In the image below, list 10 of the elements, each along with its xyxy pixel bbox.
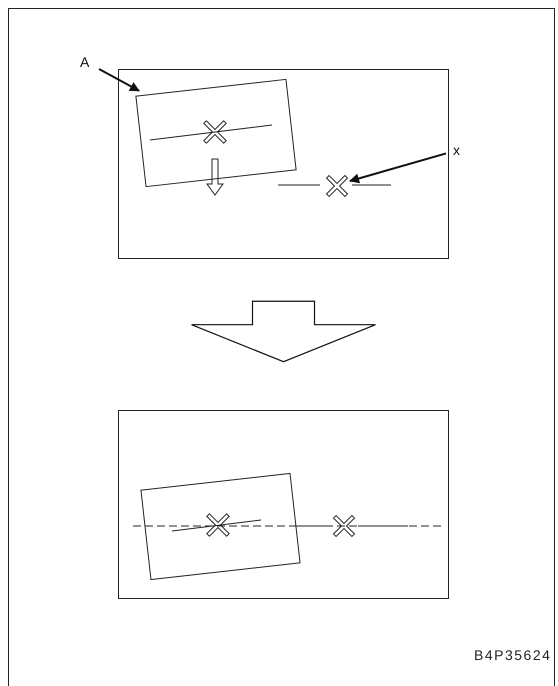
tilted-sheet <box>135 78 297 188</box>
figure-code: B4P35624 <box>474 647 552 663</box>
leader-arrow <box>98 68 140 92</box>
block-arrow <box>190 300 376 362</box>
callout-letter: A <box>80 54 92 70</box>
callout-letter: x <box>453 142 463 158</box>
tilted-sheet <box>140 472 300 580</box>
view-panel <box>118 69 449 259</box>
view-panel <box>118 410 449 599</box>
leader-arrow <box>349 152 446 184</box>
